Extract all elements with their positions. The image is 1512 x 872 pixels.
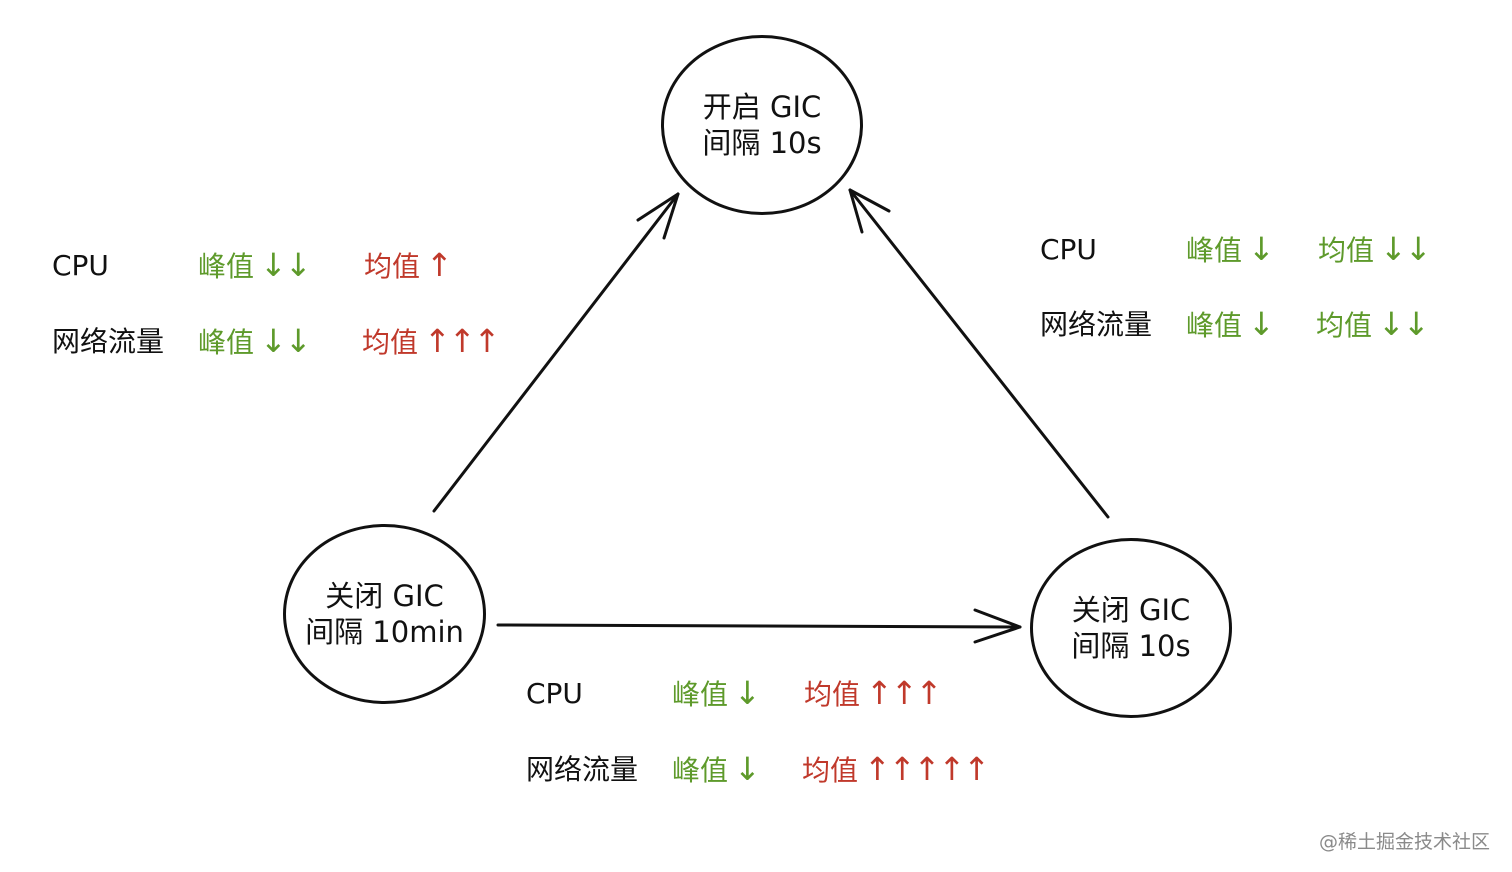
- avg-label: 均值: [1316, 309, 1373, 342]
- avg-segment: 均值↑↑↑: [804, 674, 942, 714]
- avg-label: 均值: [1318, 234, 1375, 267]
- avg-arrows: ↑↑↑: [866, 674, 942, 712]
- watermark: @稀土掘金技术社区: [1318, 831, 1490, 853]
- arrowhead-left-to-right: [973, 608, 1022, 644]
- node-interval: 间隔 10s: [1071, 629, 1191, 663]
- edge-left-to-top: [432, 192, 680, 513]
- avg-arrows: ↑↑↑: [424, 322, 500, 360]
- peak-label: 峰值: [198, 250, 255, 283]
- avg-segment: 均值↑↑↑↑↑: [802, 750, 990, 790]
- peak-segment: 峰值↓: [1186, 230, 1318, 270]
- peak-segment: 峰值↓: [1186, 305, 1316, 345]
- node-title: 开启 GIC: [702, 90, 822, 124]
- peak-arrows: ↓: [734, 674, 761, 712]
- node-title: 关闭 GIC: [325, 579, 444, 613]
- node-gic-on-10s: 开启 GIC 间隔 10s: [661, 35, 863, 215]
- peak-arrows: ↓: [734, 750, 761, 788]
- peak-arrows: ↓↓: [260, 246, 312, 284]
- avg-arrows: ↓↓: [1378, 305, 1430, 343]
- annotation-left-top-cpu: CPU 峰值↓↓ 均值↑: [52, 246, 453, 286]
- metric-name: CPU: [1040, 233, 1097, 266]
- node-interval: 间隔 10s: [702, 126, 822, 160]
- avg-segment: 均值↑: [364, 246, 453, 286]
- edge-right-to-top: [848, 188, 1110, 519]
- peak-segment: 峰值↓: [672, 750, 802, 790]
- avg-segment: 均值↓↓: [1316, 305, 1430, 345]
- avg-arrows: ↑: [426, 246, 453, 284]
- arrowhead-right-to-top: [848, 188, 891, 234]
- avg-arrows: ↓↓: [1380, 230, 1432, 268]
- avg-segment: 均值↑↑↑: [362, 322, 500, 362]
- peak-segment: 峰值↓↓: [198, 246, 364, 286]
- node-interval: 间隔 10min: [305, 615, 464, 649]
- peak-label: 峰值: [1186, 234, 1243, 267]
- annotation-right-top-cpu: CPU 峰值↓ 均值↓↓: [1040, 230, 1432, 270]
- annotation-left-right-cpu: CPU 峰值↓ 均值↑↑↑: [526, 674, 942, 714]
- avg-label: 均值: [364, 250, 421, 283]
- avg-label: 均值: [804, 678, 861, 711]
- metric-name: 网络流量: [526, 753, 639, 786]
- peak-label: 峰值: [198, 326, 255, 359]
- node-title: 关闭 GIC: [1071, 593, 1191, 627]
- arrowhead-left-to-top: [636, 192, 680, 240]
- annotation-right-top-network: 网络流量 峰值↓ 均值↓↓: [1040, 305, 1430, 345]
- peak-segment: 峰值↓: [672, 674, 804, 714]
- metric-name: 网络流量: [1040, 308, 1153, 341]
- avg-arrows: ↑↑↑↑↑: [864, 750, 990, 788]
- metric-name: CPU: [52, 249, 109, 282]
- annotation-left-top-network: 网络流量 峰值↓↓ 均值↑↑↑: [52, 322, 500, 362]
- edge-left-to-right: [496, 623, 1022, 629]
- metric-name: CPU: [526, 677, 583, 710]
- peak-arrows: ↓↓: [260, 322, 312, 360]
- node-gic-off-10min: 关闭 GIC 间隔 10min: [283, 524, 486, 704]
- annotation-left-right-network: 网络流量 峰值↓ 均值↑↑↑↑↑: [526, 750, 990, 790]
- peak-label: 峰值: [672, 678, 729, 711]
- peak-segment: 峰值↓↓: [198, 322, 362, 362]
- avg-label: 均值: [802, 754, 859, 787]
- avg-label: 均值: [362, 326, 419, 359]
- peak-label: 峰值: [672, 754, 729, 787]
- peak-arrows: ↓: [1248, 230, 1275, 268]
- node-gic-off-10s: 关闭 GIC 间隔 10s: [1030, 538, 1232, 718]
- peak-arrows: ↓: [1248, 305, 1275, 343]
- avg-segment: 均值↓↓: [1318, 230, 1432, 270]
- metric-name: 网络流量: [52, 325, 165, 358]
- peak-label: 峰值: [1186, 309, 1243, 342]
